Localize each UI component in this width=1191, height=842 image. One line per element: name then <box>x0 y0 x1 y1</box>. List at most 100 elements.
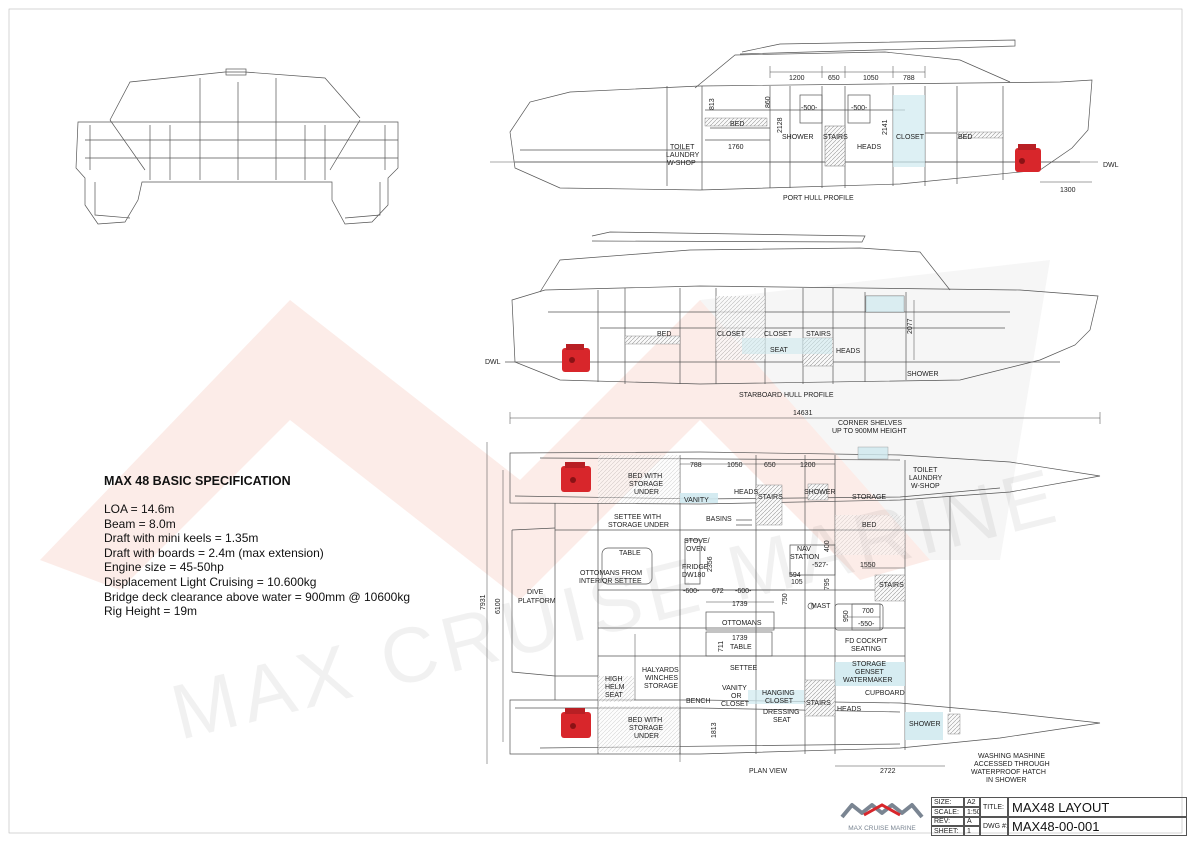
spec-line: Engine size = 45-50hp <box>104 560 224 575</box>
plan-dim: -600- <box>683 588 700 595</box>
starboard-dim: 2077 <box>907 318 914 334</box>
plan-dim: 594 <box>789 572 801 579</box>
spec-line: LOA = 14.6m <box>104 502 175 516</box>
port-label: SHOWER <box>782 134 814 141</box>
plan-label: FRIDGE <box>682 564 709 571</box>
plan-label: STOVE/ <box>684 538 710 545</box>
plan-label: CLOSET <box>721 701 750 708</box>
plan-dim: 1050 <box>727 462 743 469</box>
plan-dim: 795 <box>824 578 831 590</box>
plan-label: HANGING <box>762 690 795 697</box>
plan-dim: -600- <box>735 588 752 595</box>
plan-label: SHOWER <box>804 489 836 496</box>
spec-line: Displacement Light Cruising = 10.600kg <box>104 574 317 589</box>
port-dim: -500- <box>851 105 868 112</box>
port-dim: 860 <box>765 96 772 108</box>
port-dim: 788 <box>903 75 915 82</box>
size-value: A2 <box>964 797 980 807</box>
spec-line: Beam = 8.0m <box>104 516 176 531</box>
port-dim: 1200 <box>789 75 805 82</box>
plan-label: NAV <box>797 546 811 553</box>
plan-label: UNDER <box>634 733 659 740</box>
spec-line: Rig Height = 19m <box>104 604 198 619</box>
starboard-label: HEADS <box>836 348 860 355</box>
plan-label: CUPBOARD <box>865 690 905 697</box>
plan-view: CORNER SHELVES UP TO 900MM HEIGHT BED WI… <box>480 410 1101 784</box>
plan-engine-icon-port <box>561 708 591 738</box>
plan-dim: -550- <box>858 621 875 628</box>
port-label: BED <box>958 134 972 141</box>
plan-label: OTTOMANS <box>722 620 762 627</box>
plan-label: TABLE <box>730 644 752 651</box>
port-roof <box>739 39 1016 55</box>
port-dim: 2141 <box>882 119 889 135</box>
plan-label: UNDER <box>634 489 659 496</box>
plan-label: VANITY <box>684 497 709 504</box>
plan-dim: 1739 <box>732 601 748 608</box>
port-label: BED <box>730 121 744 128</box>
plan-label: SHOWER <box>909 721 941 728</box>
specification-title: MAX 48 BASIC SPECIFICATION <box>104 474 291 488</box>
plan-dim: -527- <box>812 562 829 569</box>
plan-label: WATERPROOF HATCH <box>971 769 1046 776</box>
port-dim: 1300 <box>1060 187 1076 194</box>
scale-value: 1:50 <box>964 807 980 817</box>
port-label: LAUNDRY <box>666 152 700 159</box>
plan-dim: 672 <box>712 588 724 595</box>
starboard-hull-profile: BED CLOSET CLOSET STAIRS SEAT HEADS SHOW… <box>485 231 1099 399</box>
plan-label: OTTOMANS FROM <box>580 570 642 577</box>
port-dim: 813 <box>709 98 716 110</box>
starboard-dwl-label: DWL <box>485 359 501 366</box>
plan-label: W-SHOP <box>911 483 940 490</box>
plan-label: LAUNDRY <box>909 475 943 482</box>
starboard-label: SHOWER <box>907 371 939 378</box>
plan-label: SEATING <box>851 646 881 653</box>
plan-label: STAIRS <box>879 582 904 589</box>
starboard-label: CLOSET <box>717 331 746 338</box>
plan-label: STORAGE <box>629 481 663 488</box>
plan-dim: 14631 <box>793 410 813 417</box>
plan-label: INTERIOR SETTEE <box>579 578 642 585</box>
plan-dim: 950 <box>843 610 850 622</box>
plan-dim: 1200 <box>800 462 816 469</box>
plan-dim: 700 <box>862 608 874 615</box>
starboard-label: STAIRS <box>806 331 831 338</box>
plan-label: BED <box>862 522 876 529</box>
spec-line: Draft with mini keels = 1.35m <box>104 531 259 546</box>
plan-label: CLOSET <box>765 698 794 705</box>
front-view <box>75 68 399 225</box>
plan-label: UP TO 900MM HEIGHT <box>832 428 907 435</box>
drawing-title: MAX48 LAYOUT <box>1008 797 1187 817</box>
plan-label: HALYARDS <box>642 667 679 674</box>
port-label: HEADS <box>857 144 881 151</box>
sheet-border <box>8 8 1183 834</box>
plan-label: BASINS <box>706 516 732 523</box>
plan-label: STAIRS <box>806 700 831 707</box>
port-caption: PORT HULL PROFILE <box>783 195 854 202</box>
plan-label: ACCESSED THROUGH <box>974 761 1050 768</box>
plan-label: HEADS <box>837 706 861 713</box>
port-hull-outline <box>509 79 1093 191</box>
spec-line: Bridge deck clearance above water = 900m… <box>104 589 411 604</box>
plan-label: CORNER SHELVES <box>838 420 902 427</box>
plan-label: STORAGE <box>852 661 886 668</box>
title-block: SIZE: A2 SCALE: 1:50 REV: A SHEET: 1 TIT… <box>931 797 1187 836</box>
port-dim: -500- <box>801 105 818 112</box>
plan-label: STORAGE UNDER <box>608 522 669 529</box>
rev-value: A <box>964 817 980 826</box>
plan-label: VANITY <box>722 685 747 692</box>
port-dim: 2128 <box>777 117 784 133</box>
plan-label: GENSET <box>855 669 885 676</box>
plan-label: DW180 <box>682 572 705 579</box>
starboard-label: CLOSET <box>764 331 793 338</box>
plan-label: IN SHOWER <box>986 777 1026 784</box>
port-engine-icon <box>1015 144 1041 172</box>
plan-dim: 711 <box>718 641 725 652</box>
plan-label: SEAT <box>773 717 791 724</box>
title-label: TITLE: <box>980 797 1008 817</box>
plan-label: BED WITH <box>628 717 662 724</box>
plan-dim: 2356 <box>707 556 714 572</box>
logo-text: MAX CRUISE MARINE <box>848 825 916 832</box>
starboard-label: BED <box>657 331 671 338</box>
